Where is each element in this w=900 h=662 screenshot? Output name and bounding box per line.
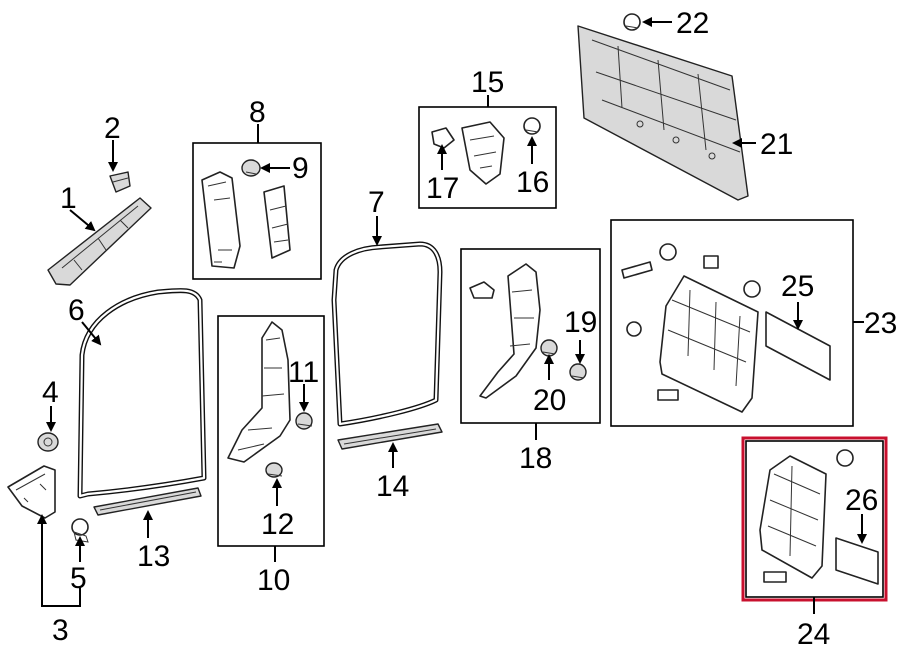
part-22-clip: [623, 13, 641, 31]
callout-14: 14: [376, 470, 409, 503]
part-24-side-trim-panel: [759, 449, 854, 583]
callout-16: 16: [516, 166, 549, 199]
callout-21: 21: [760, 128, 793, 161]
part-19-clip: [569, 363, 587, 381]
callout-15: 15: [471, 66, 504, 99]
part-20-clip: [540, 339, 558, 357]
callout-1: 1: [60, 182, 77, 215]
callout-23: 23: [864, 307, 897, 340]
part-18-quarter-trim: [469, 263, 541, 399]
part-25-pad: [765, 311, 831, 381]
callout-9: 9: [292, 152, 309, 185]
callout-2: 2: [104, 112, 121, 145]
callout-3: 3: [52, 614, 69, 647]
part-11-clip: [295, 412, 313, 430]
part-23-fasteners: [621, 243, 761, 401]
part-7-door-weatherstrip-rear: [331, 241, 443, 427]
callout-18: 18: [519, 442, 552, 475]
part-9-clip: [241, 159, 261, 177]
callout-22: 22: [676, 7, 709, 40]
part-16-clip: [523, 117, 541, 135]
callout-11: 11: [288, 356, 319, 389]
callout-8: 8: [249, 96, 266, 129]
part-15-handle-trim: [461, 121, 505, 185]
callout-17: 17: [426, 172, 459, 205]
callout-6: 6: [68, 294, 85, 327]
callout-labels: 1 2 3 4 5 6 7 8 9 10 11 12 13 14 15 16 1…: [42, 7, 897, 651]
callout-13: 13: [137, 540, 170, 573]
leader-lines: [37, 17, 867, 614]
part-23-side-trim-panel: [659, 275, 759, 413]
part-8-pillar-trim: [201, 171, 291, 269]
part-1-pillar-garnish: [47, 197, 152, 286]
callout-25: 25: [781, 270, 814, 303]
part-3-bracket: [7, 465, 56, 519]
callout-5: 5: [70, 562, 87, 595]
group-box-10: [217, 315, 325, 547]
part-2-clip: [109, 171, 131, 193]
part-6-door-weatherstrip-front: [77, 287, 207, 499]
part-13-scuff-plate: [93, 487, 202, 516]
callout-24: 24: [797, 618, 830, 651]
callout-12: 12: [261, 508, 294, 541]
part-12-clip: [265, 462, 283, 478]
part-14-scuff-plate: [337, 423, 443, 450]
callout-26: 26: [845, 484, 878, 517]
part-17-clip: [431, 127, 455, 149]
part-26-pad: [835, 537, 879, 585]
callout-7: 7: [368, 186, 385, 219]
callout-19: 19: [564, 306, 597, 339]
callout-4: 4: [42, 376, 59, 409]
part-21-back-panel-trim: [577, 25, 749, 201]
part-10-center-pillar-trim: [227, 321, 291, 463]
callout-10: 10: [257, 564, 290, 597]
part-5-clip: [71, 518, 89, 543]
group-box-18: [460, 248, 601, 424]
part-4-nut: [37, 432, 59, 452]
callout-20: 20: [533, 384, 566, 417]
